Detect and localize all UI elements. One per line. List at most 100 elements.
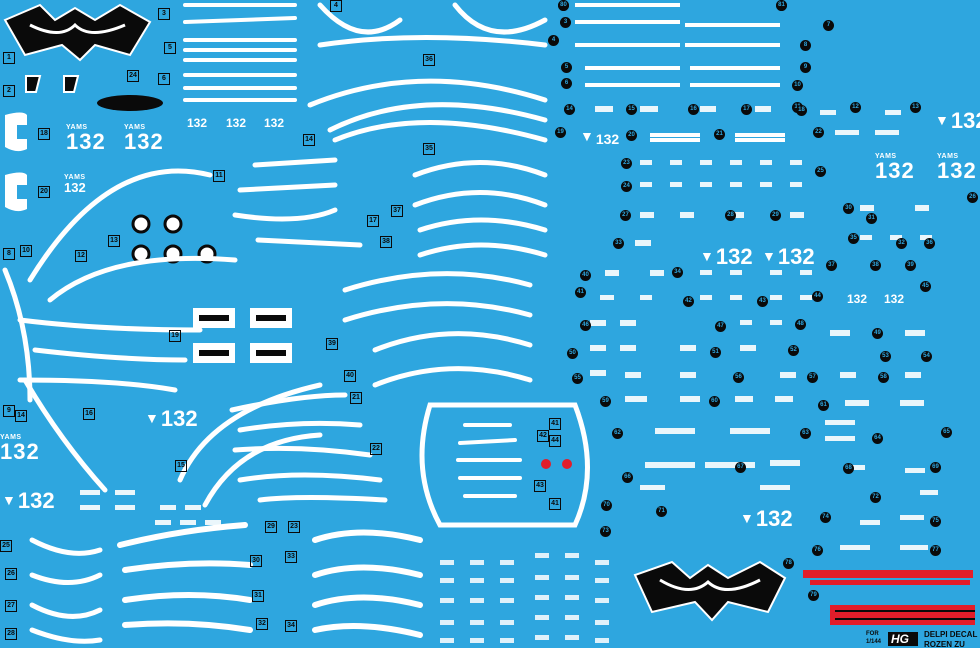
part-number-circle: 38 [870,260,881,271]
part-number-circle: 76 [812,545,823,556]
part-number-circle: 13 [910,102,921,113]
part-number-circle: 29 [770,210,781,221]
part-number-circle: 26 [967,192,978,203]
part-number-box: 12 [75,250,87,262]
part-number-box: 36 [423,54,435,66]
part-number-box: 3 [158,8,170,20]
part-number-box: 41 [549,498,561,510]
part-number-circle: 47 [715,321,726,332]
part-number-circle: 10 [792,80,803,91]
part-number-box: 14 [303,134,315,146]
part-number-circle: 22 [813,127,824,138]
part-number-circle: 20 [626,130,637,141]
wing-132-decal: ▼132 [762,244,815,269]
part-number-box: 34 [285,620,297,632]
part-number-box: 37 [391,205,403,217]
product-name: ROZEN ZU [924,640,965,648]
part-number-box: 18 [38,128,50,140]
part-number-circle: 49 [872,328,883,339]
wing-132-decal: ▼132 [2,488,55,513]
part-number-box: 43 [534,480,546,492]
part-number-circle: 60 [709,396,720,407]
part-number-circle: 71 [656,506,667,517]
mini-132-decal: 132 [226,116,247,130]
part-number-circle: 37 [826,260,837,271]
part-number-circle: 56 [733,372,744,383]
part-number-circle: 74 [820,512,831,523]
part-number-circle: 66 [622,472,633,483]
part-number-circle: 55 [572,373,583,384]
part-number-circle: 53 [880,351,891,362]
part-number-circle: 57 [807,372,818,383]
part-number-box: 4 [330,0,342,12]
part-number-box: 11 [213,170,225,182]
part-number-box: 42 [537,430,549,442]
part-number-circle: 62 [612,428,623,439]
neo-zeon-emblem-top [3,3,152,62]
part-number-circle: 79 [808,590,819,601]
wing-132-decal: ▼132 [145,406,198,431]
part-number-circle: 7 [823,20,834,31]
part-number-circle: 78 [783,558,794,569]
part-number-box: 31 [252,590,264,602]
part-number-box: 40 [344,370,356,382]
mini-132-decal: 132 [847,292,868,306]
part-number-box: 5 [164,42,176,54]
part-number-circle: 73 [600,526,611,537]
part-number-circle: 42 [683,296,694,307]
part-number-circle: 67 [735,462,746,473]
part-number-box: 38 [380,236,392,248]
part-number-box: 9 [3,405,15,417]
part-number-circle: 46 [580,320,591,331]
part-number-box: 22 [370,443,382,455]
part-number-circle: 16 [688,104,699,115]
part-number-circle: 28 [725,210,736,221]
part-number-box: 25 [0,540,12,552]
part-number-circle: 23 [621,158,632,169]
part-number-box: 23 [288,521,300,533]
part-number-circle: 52 [788,345,799,356]
part-number-box: 33 [285,551,297,563]
red-strips [803,570,975,625]
part-number-circle: 9 [800,62,811,73]
part-number-circle: 44 [812,291,823,302]
part-number-circle: 75 [930,516,941,527]
part-number-circle: 4 [548,35,559,46]
part-number-circle: 14 [564,104,575,115]
part-number-circle: 21 [714,129,725,140]
neo-zeon-emblem-bottom [633,560,787,622]
part-number-circle: 58 [878,372,889,383]
wing-132-decal: ▼132 [740,506,793,531]
part-number-box: 39 [326,338,338,350]
part-number-box: 16 [83,408,95,420]
part-number-circle: 34 [672,267,683,278]
part-number-circle: 70 [601,500,612,511]
part-number-circle: 61 [818,400,829,411]
part-number-circle: 45 [920,281,931,292]
part-number-box: 17 [367,215,379,227]
part-number-circle: 18 [796,105,807,116]
part-number-box: 44 [549,435,561,447]
part-number-circle: 43 [757,296,768,307]
part-number-box: 1 [3,52,15,64]
part-number-box: 15 [175,460,187,472]
part-number-box: 32 [256,618,268,630]
mini-132-decal: 132 [884,292,905,306]
part-number-circle: 35 [848,233,859,244]
part-number-circle: 64 [872,433,883,444]
stripe-blocks [193,308,292,363]
mini-132-decal: 132 [187,116,208,130]
grade-label: HG [891,632,909,646]
part-number-box: 28 [5,628,17,640]
part-number-circle: 51 [710,347,721,358]
small-placards [80,106,938,550]
part-number-circle: 27 [620,210,631,221]
part-number-circle: 24 [621,181,632,192]
part-number-box: 13 [108,235,120,247]
